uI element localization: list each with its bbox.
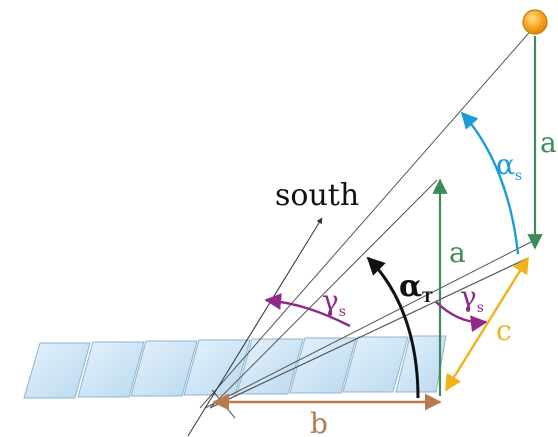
ray-to-top-a (209, 179, 438, 409)
solar-panel-3 (130, 340, 198, 397)
alpha-t-symbol: α (399, 269, 422, 304)
alpha-s-label: αs (496, 148, 522, 184)
a-right-label: a (540, 126, 557, 159)
gamma-left-symbol: γ (322, 284, 339, 317)
solar-panel-8 (395, 335, 447, 393)
gamma-right-label: γs (460, 280, 484, 316)
gamma-left-subscript: s (339, 304, 346, 320)
gamma-right-symbol: γ (460, 280, 477, 313)
solar-panel-row (23, 335, 447, 399)
c-arrow (444, 256, 530, 392)
solar-panel-7 (342, 336, 409, 393)
solar-panel-1 (23, 342, 91, 399)
gamma-left-arc (264, 293, 351, 328)
gamma-right-subscript: s (477, 300, 484, 316)
a-mid-label: a (449, 236, 466, 269)
gamma-left-label: γs (322, 284, 346, 320)
solar-panel-2 (77, 341, 145, 398)
b-label: b (310, 407, 328, 437)
sun-ray-line (199, 25, 536, 409)
alpha-s-symbol: α (496, 148, 515, 181)
alpha-t-arc (366, 256, 420, 399)
c-label: c (496, 314, 512, 347)
alpha-s-subscript: s (515, 168, 522, 184)
south-arrow (187, 217, 323, 437)
south-label: south (275, 178, 359, 213)
alpha-t-label: αT (399, 269, 433, 306)
sun-icon (522, 9, 548, 35)
alpha-s-arc (460, 111, 520, 255)
alpha-t-subscript: T (422, 290, 433, 306)
solar-panel-6 (289, 337, 357, 394)
